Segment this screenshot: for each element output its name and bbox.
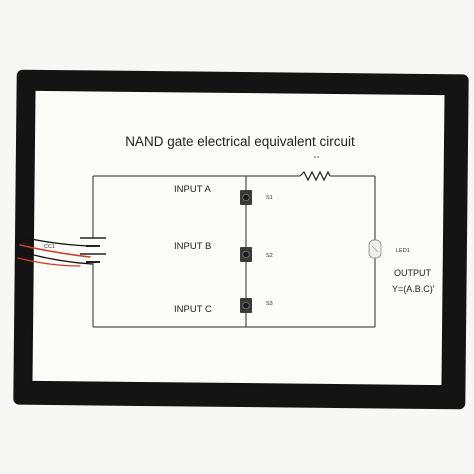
output-expression: Y=(A.B.C)' xyxy=(392,284,435,294)
source-label: CC1 xyxy=(44,244,55,250)
led-icon xyxy=(368,239,382,259)
external-leads xyxy=(17,235,93,267)
output-label: OUTPUT xyxy=(394,268,432,278)
diagram-title: NAND gate electrical equivalent circuit xyxy=(125,134,355,149)
led-label: LED1 xyxy=(396,248,410,254)
switch-s1-label: S1 xyxy=(266,195,273,201)
input-a-label: INPUT A xyxy=(174,184,211,195)
switch-s3-icon xyxy=(240,298,252,313)
switch-s2-label: S2 xyxy=(266,253,273,259)
input-c-label: INPUT C xyxy=(174,304,212,315)
battery-cell-icon xyxy=(80,237,106,263)
circuit-wires xyxy=(92,175,376,328)
switch-s2-icon xyxy=(240,247,252,262)
switch-s3-label: S3 xyxy=(266,301,273,307)
switch-s1-icon xyxy=(240,190,252,205)
input-b-label: INPUT B xyxy=(174,241,211,252)
resistor-icon xyxy=(299,156,331,182)
